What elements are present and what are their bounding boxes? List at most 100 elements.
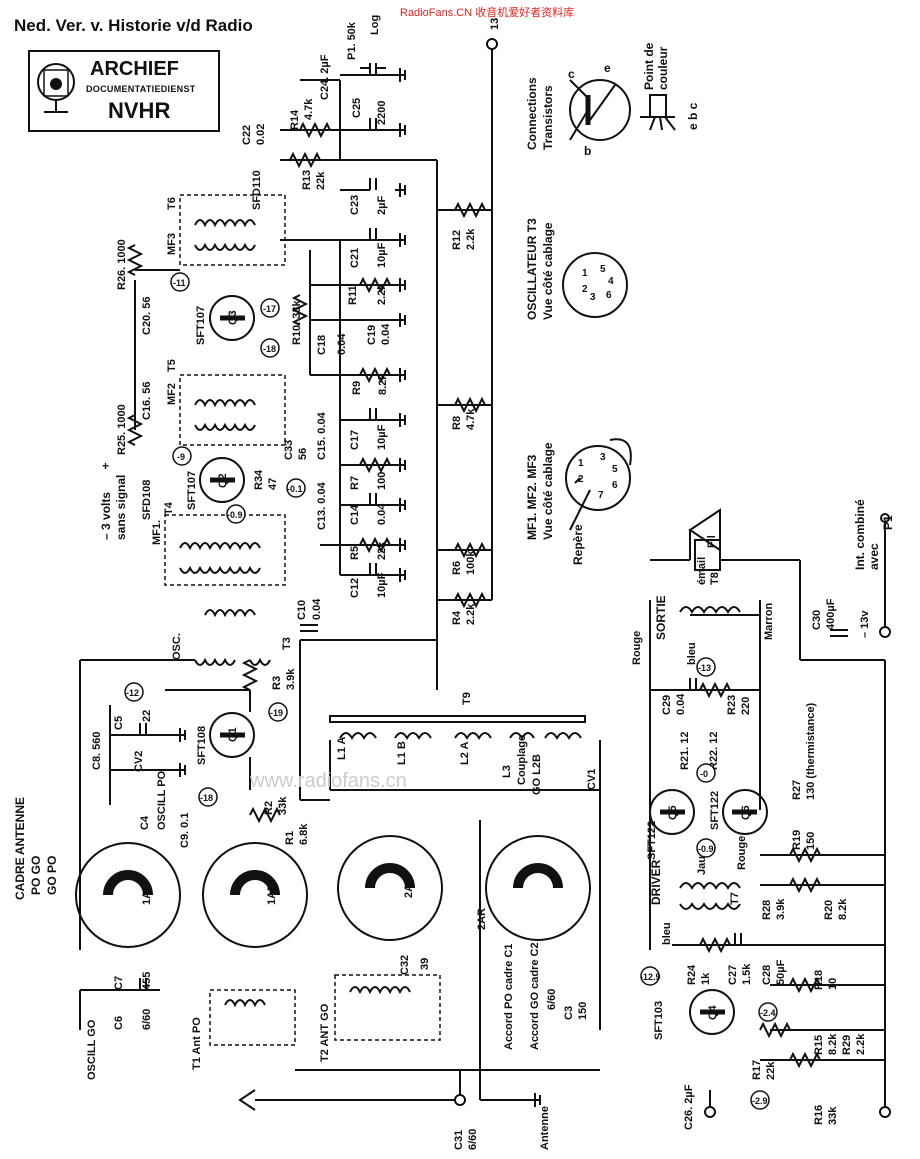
r2-value: 33k <box>277 796 289 815</box>
archive-stamp: ARCHIEF DOCUMENTATIEDIENST NVHR <box>28 50 220 132</box>
voltage-marker: -18 <box>263 344 276 354</box>
r34-label: R34 <box>253 469 265 490</box>
switch-2av-label: 2AV <box>403 877 415 898</box>
c16-label: C16. 56 <box>141 381 153 420</box>
switch-1ar-label: 1AR <box>266 883 278 905</box>
osc-t3-line-1: OSCILLATEUR T3 <box>525 218 539 320</box>
t6-label: T6 <box>166 197 178 210</box>
q3-label: Q3 <box>227 310 239 325</box>
c26-label: C26. 2µF <box>683 1084 695 1130</box>
c2-label: Accord GO cadre C2 <box>529 942 541 1050</box>
c25-value: 2200 <box>376 101 388 125</box>
voltage-marker: -12.9 <box>640 972 661 982</box>
osc-t3-line-2: Vue côté cablage <box>541 222 555 320</box>
l2a-label: L2 A <box>459 742 471 765</box>
c3-value: 150 <box>577 1002 589 1020</box>
bleu-label: bleu <box>686 642 698 665</box>
bleu-2-label: bleu <box>661 922 673 945</box>
connections-line-1: Connections <box>525 77 539 150</box>
r28-label: R28 <box>761 900 773 920</box>
r9-label: R9 <box>351 381 363 395</box>
site-mark: RadioFans.CN 收音机爱好者资料库 <box>400 7 575 19</box>
c27-label: C27 <box>727 965 739 985</box>
r19-label: R19 <box>791 830 803 850</box>
c15-label: C15. 0.04 <box>316 411 328 460</box>
c28-value: 50µF <box>775 959 787 985</box>
r24-label: R24 <box>686 964 698 985</box>
voltage-marker: -13 <box>698 663 711 673</box>
stamp-line-2: DOCUMENTATIEDIENST <box>86 84 196 94</box>
c33-value: 56 <box>297 448 309 460</box>
voltage-marker: -0.9 <box>698 844 714 854</box>
cadre-label: CADRE <box>13 857 27 900</box>
r20-label: R20 <box>823 900 835 920</box>
voltage-marker: -17 <box>263 304 276 314</box>
rouge-2-label: Rouge <box>736 836 748 870</box>
notes: Connections Transistors Point de couleur… <box>13 42 895 905</box>
c20-label: C20. 56 <box>141 296 153 335</box>
c29-label: C29 <box>661 695 673 715</box>
r16-label: R16 <box>813 1105 825 1125</box>
l2b-label: GO L2B <box>531 754 543 795</box>
mf-view-line-2: Vue côté cablage <box>541 442 555 540</box>
r25-label: R25. 1000 <box>116 404 128 455</box>
c7-value: 455 <box>141 972 153 990</box>
c18-label: C18 <box>316 335 328 355</box>
r29-value: 2.2k <box>855 1033 867 1055</box>
r12-value: 2.2k <box>465 228 477 250</box>
sft107-b-label: SFT107 <box>186 471 198 510</box>
antenne-label: Antenne <box>539 1106 551 1150</box>
pin-marker: 3 <box>590 292 596 303</box>
watermark: www.radiofans.cn <box>250 770 407 792</box>
marron-label: Marron <box>763 602 775 640</box>
r5-value: 22k <box>376 541 388 560</box>
pin-marker: 2 <box>582 284 588 295</box>
r2-label: R2 <box>263 801 275 815</box>
r18-label: R18 <box>813 970 825 990</box>
r13-label: R13 <box>301 170 313 190</box>
c21-label: C21 <box>349 248 361 268</box>
cv1-label: CV1 <box>586 769 598 790</box>
r18-value: 10 <box>827 978 839 990</box>
t1-label: T1 Ant PO <box>191 1017 203 1070</box>
c5-value: 22 <box>141 710 153 722</box>
r27-label: R27 <box>791 780 803 800</box>
c7-label: C7 <box>113 976 125 990</box>
pin-marker: 2 <box>578 474 584 485</box>
r1-value: 6.8k <box>298 823 310 845</box>
c5-label: C5 <box>113 716 125 730</box>
mf3-label: MF3 <box>166 233 178 255</box>
q1-label: Q1 <box>227 727 239 742</box>
c30-value: 400µF <box>825 598 837 630</box>
voltage-marker: -9 <box>177 452 185 462</box>
voltage-marker: -19 <box>270 708 283 718</box>
c19-label: C19 <box>366 325 378 345</box>
r23-label: R23 <box>726 695 738 715</box>
q6-label: Q6 <box>740 805 752 820</box>
c31-label: C31 <box>453 1130 465 1150</box>
t2-label: T2 ANT GO <box>319 1003 331 1062</box>
voltage-marker: -12 <box>126 688 139 698</box>
sft122-b-label: SFT122 <box>709 791 721 830</box>
pin-marker: 1 <box>578 458 584 469</box>
terminals <box>486 38 891 1118</box>
component-labels: 13 P1. 50k Log C24. 2µF C25 2200 R14 4.7… <box>86 15 871 1150</box>
r6-value: 100k <box>465 550 477 575</box>
voltage-marker: -11 <box>173 278 186 288</box>
c23-label: C23 <box>349 195 361 215</box>
po-go-label: PO GO <box>29 856 43 895</box>
t3-label: T3 <box>281 637 293 650</box>
pin-marker: 1 <box>582 268 588 279</box>
r8-label: R8 <box>451 416 463 430</box>
interrupteur-line-1: Int. combiné <box>853 499 867 570</box>
rouge-label: Rouge <box>631 631 643 665</box>
interrupteur-line-3: P1 <box>881 515 895 530</box>
pin-marker: 7 <box>598 490 604 501</box>
point-de-couleur-line-1: Point de <box>642 42 656 90</box>
q4-label: Q4 <box>707 1004 719 1020</box>
t5-label: T5 <box>166 359 178 372</box>
socket-pin-labels: 1 2 3 5 4 6 1 2 3 5 6 7 <box>578 264 618 501</box>
voltage-markers: -11 -17 -18 -9 -0.1 -0.9 -12 -19 -18 -13… <box>124 272 778 1110</box>
